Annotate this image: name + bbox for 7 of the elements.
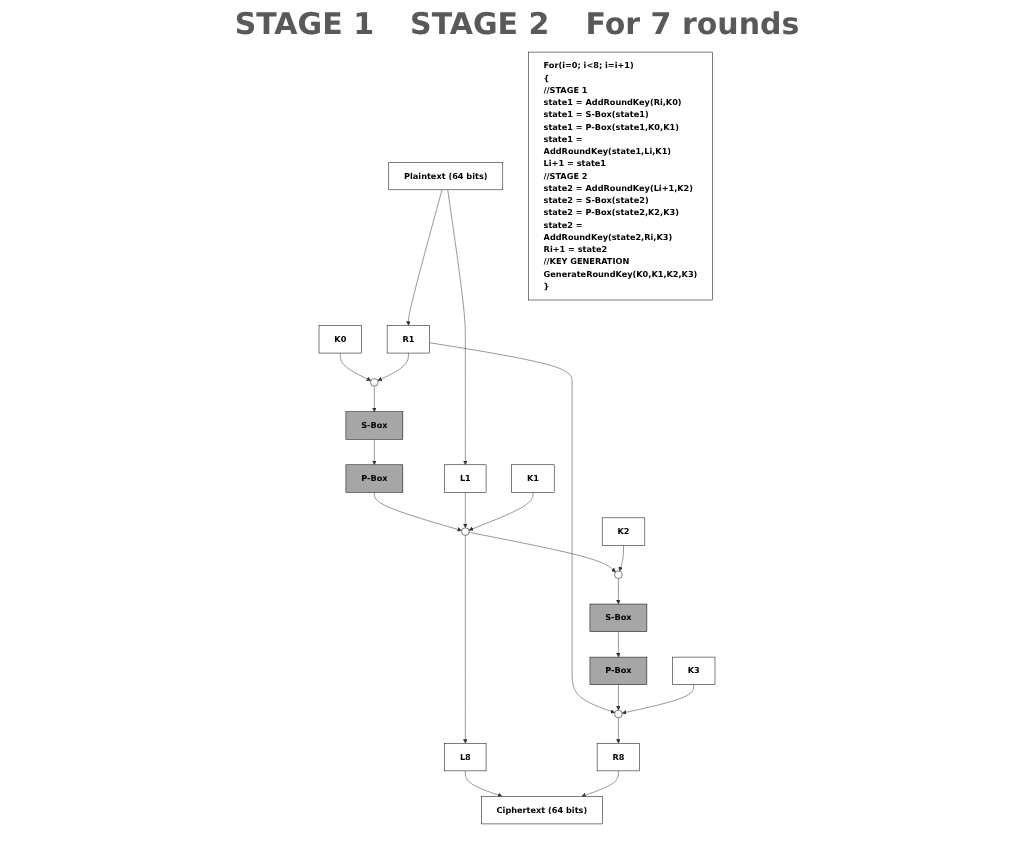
node-circle — [370, 378, 379, 387]
stage-label: For 7 rounds — [585, 6, 800, 42]
node-circle — [614, 570, 623, 579]
stage-label: STAGE 1 — [234, 6, 375, 42]
node-circle — [461, 527, 470, 536]
stage-label: STAGE 2 — [410, 6, 550, 42]
node-circle — [614, 709, 623, 719]
